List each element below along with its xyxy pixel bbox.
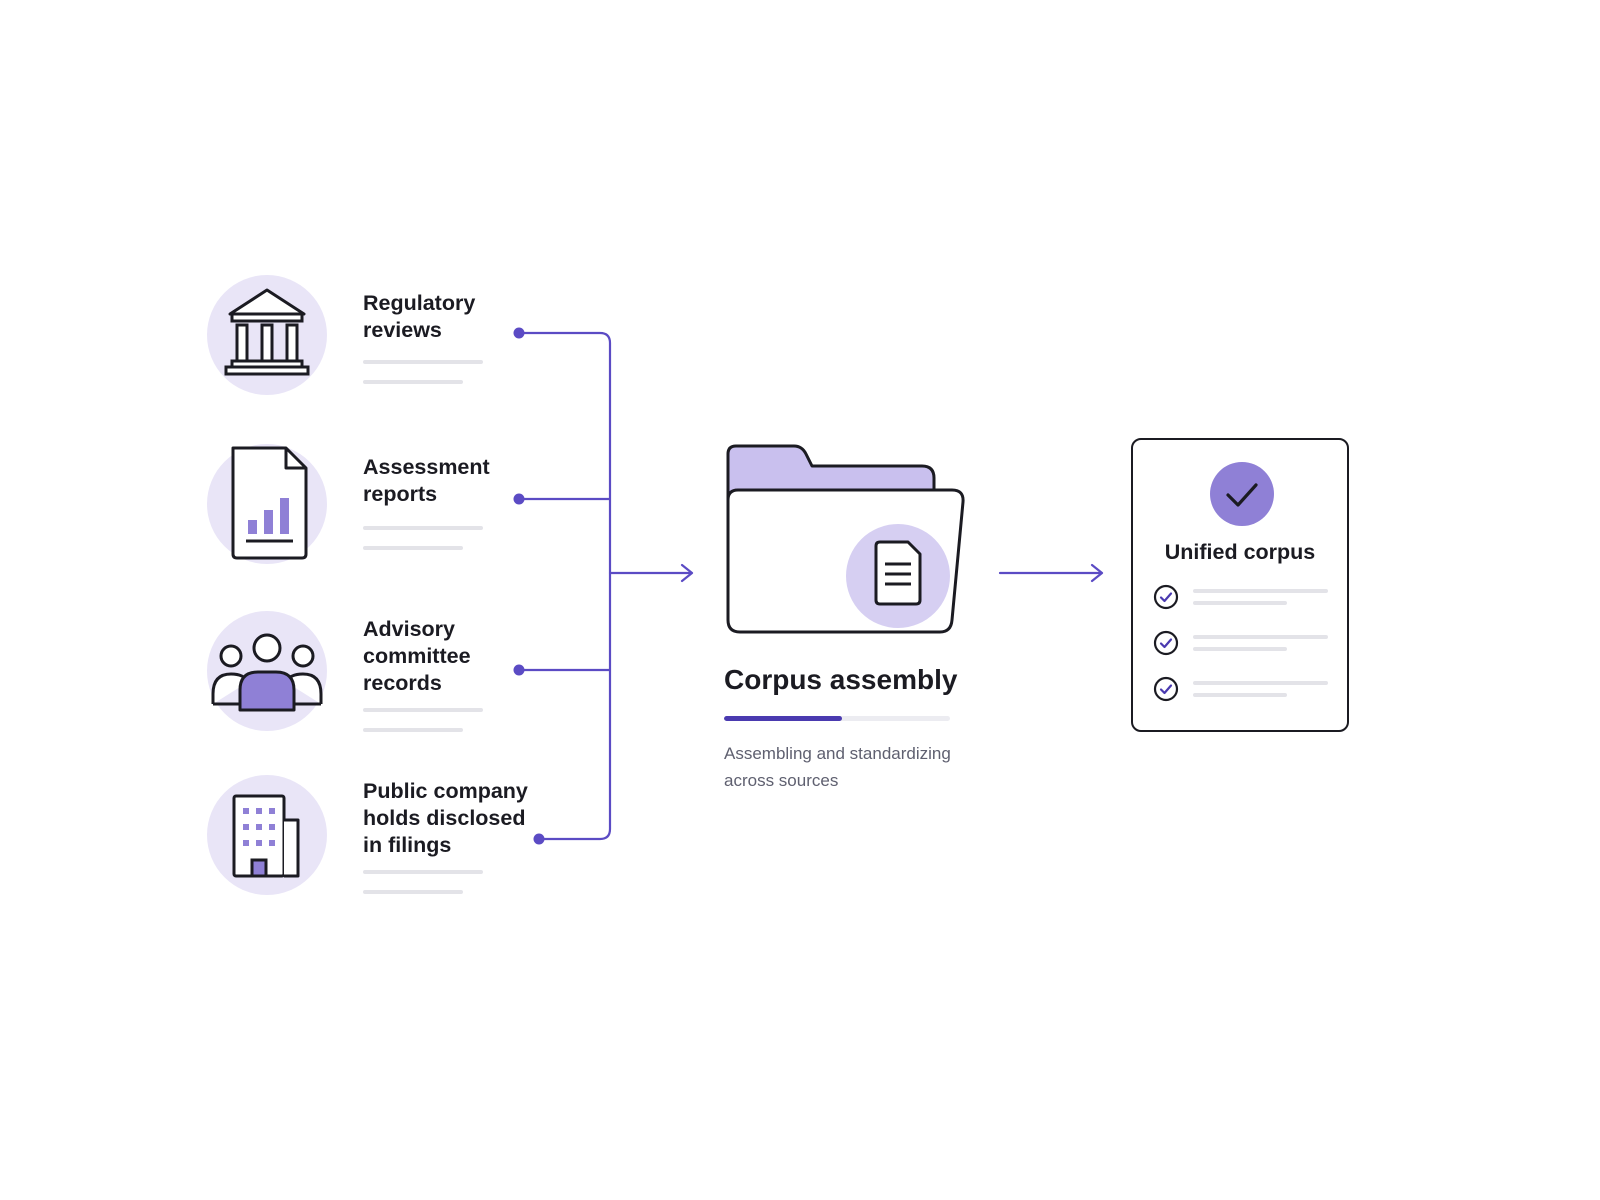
checklist-item <box>1153 676 1333 704</box>
checklist-item <box>1153 630 1333 658</box>
folder-document-icon <box>720 440 970 640</box>
check-circle-icon <box>1153 676 1179 702</box>
placeholder-line <box>363 728 463 732</box>
placeholder-line <box>1193 681 1328 685</box>
placeholder-line <box>363 708 483 712</box>
bank-icon <box>206 274 328 396</box>
connector-regulatory <box>517 331 612 573</box>
connector-public-company <box>537 573 612 841</box>
placeholder-line <box>363 890 463 894</box>
source-label: Public company holds disclosed in filing… <box>363 779 528 857</box>
placeholder-line <box>363 526 483 530</box>
assembly-caption: Assembling and standardizing across sour… <box>724 744 951 790</box>
placeholder-line <box>363 546 463 550</box>
assembly-progress-fill <box>724 716 842 721</box>
connector-dot-advisory <box>513 664 525 676</box>
placeholder-line <box>1193 635 1328 639</box>
placeholder-line <box>1193 589 1328 593</box>
placeholder-line <box>1193 647 1287 651</box>
placeholder-line <box>363 870 483 874</box>
source-label: Regulatory reviews <box>363 291 476 342</box>
unified-corpus-card: Unified corpus <box>1131 438 1349 732</box>
people-group-icon <box>206 610 328 732</box>
placeholder-line <box>1193 693 1287 697</box>
placeholder-line <box>1193 601 1287 605</box>
arrow-to-assembly <box>608 563 694 583</box>
office-building-icon <box>206 774 328 896</box>
placeholder-line <box>363 380 463 384</box>
bar-chart-document-icon <box>206 442 328 564</box>
connector-dot-assessment <box>513 493 525 505</box>
connector-dot-regulatory <box>513 327 525 339</box>
assembly-title: Corpus assembly <box>724 664 958 695</box>
checklist-item <box>1153 584 1333 612</box>
assembly-progress-bar <box>724 716 950 721</box>
source-label: Advisory committee records <box>363 617 471 695</box>
check-badge-icon <box>1210 462 1274 526</box>
check-circle-icon <box>1153 630 1179 656</box>
unified-corpus-title: Unified corpus <box>1164 540 1316 564</box>
connector-dot-public-company <box>533 833 545 845</box>
check-circle-icon <box>1153 584 1179 610</box>
source-label: Assessment reports <box>363 455 490 506</box>
placeholder-line <box>363 360 483 364</box>
arrow-to-unified <box>998 563 1104 583</box>
